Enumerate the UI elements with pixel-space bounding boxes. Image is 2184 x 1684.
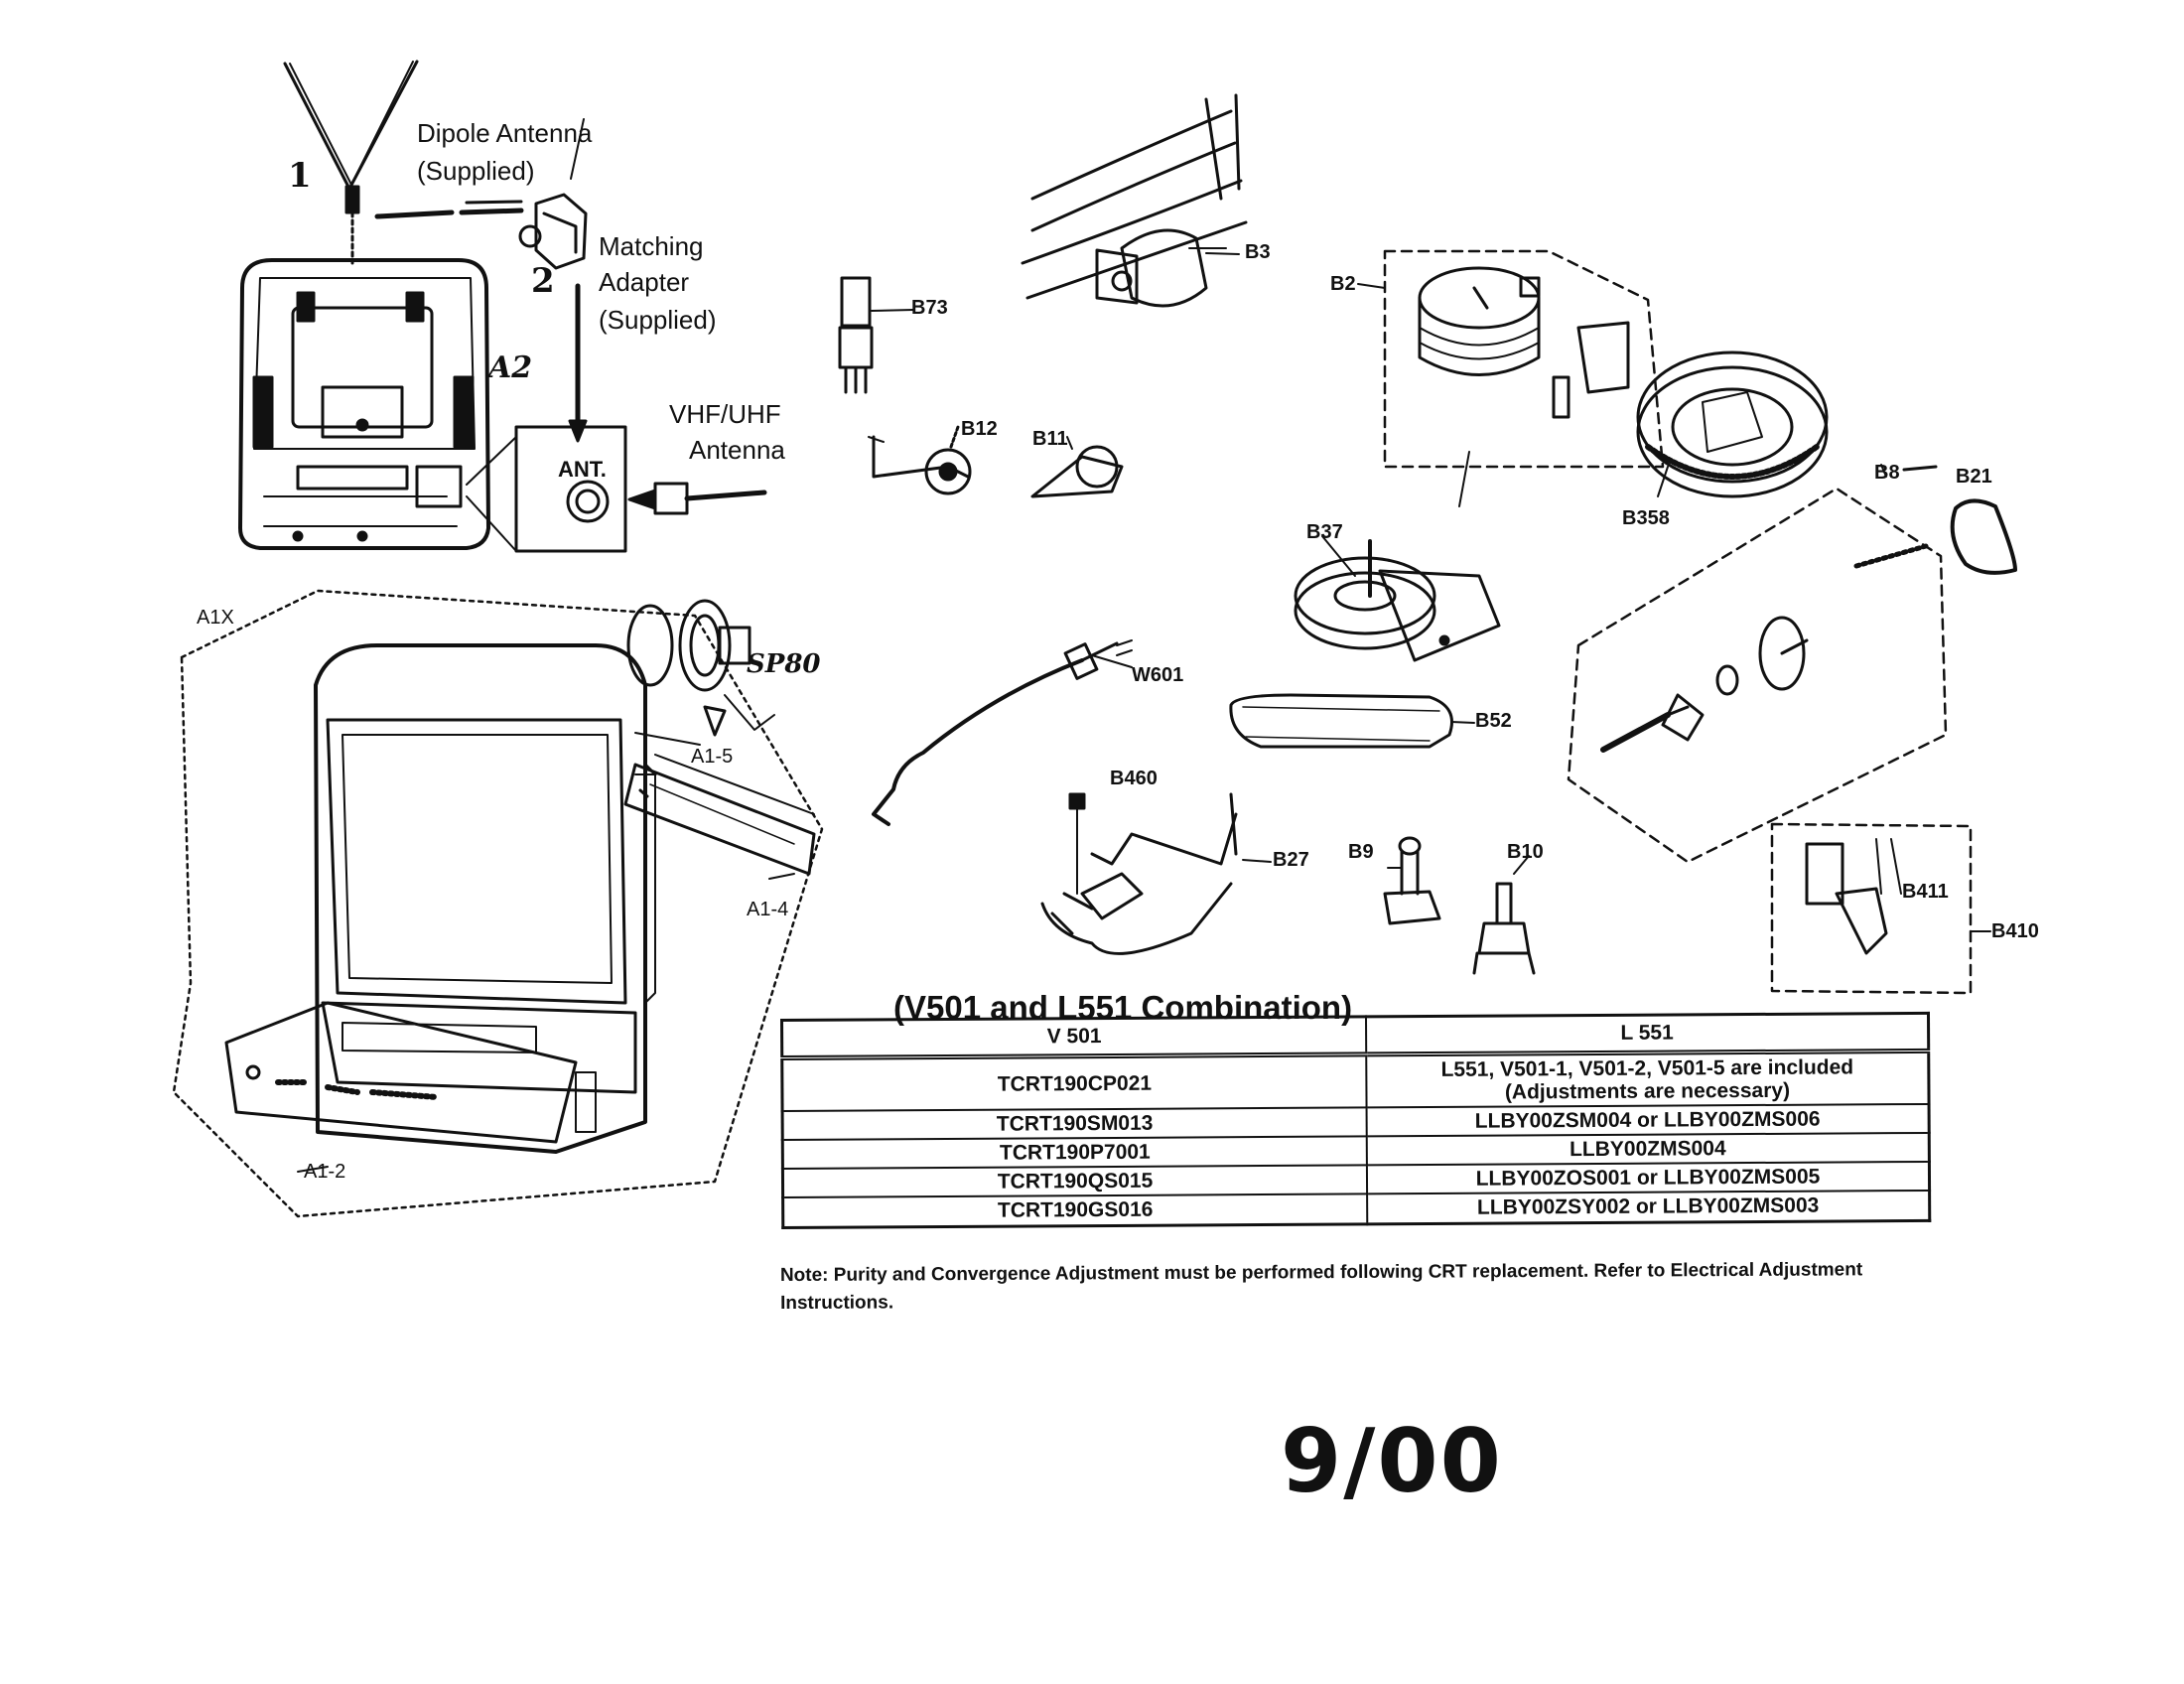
label-b460: B460: [1110, 768, 1158, 789]
b358-gear-drawing: [1636, 351, 1829, 498]
l551-cell-line: L551, V501-1, V501-2, V501-5 are include…: [1440, 1055, 1854, 1081]
label-b27: B27: [1273, 849, 1309, 871]
matching-adapter-drawing: [518, 193, 588, 443]
step-1-number: 1: [288, 156, 312, 196]
column-header-v501: V 501: [781, 1016, 1367, 1058]
l551-cell: LLBY00ZSY002 or LLBY00ZMS003: [1367, 1191, 1930, 1224]
combination-table-title: (V501 and L551 Combination): [893, 989, 1353, 1026]
label-b73: B73: [911, 297, 948, 319]
adapter-supplied-label: (Supplied): [599, 305, 717, 335]
tv-back-a2-label: A2: [488, 351, 533, 385]
l551-cell: L551, V501-1, V501-2, V501-5 are include…: [1366, 1051, 1930, 1108]
a1-4-bracket-drawing: [623, 732, 816, 880]
label-b2: B2: [1330, 273, 1356, 295]
dipole-antenna-drawing: [283, 60, 524, 265]
page-number: 9/00: [1281, 1410, 1503, 1512]
step-2-number: 2: [531, 261, 555, 301]
b2-drum-motor-drawing: [1357, 249, 1665, 469]
v501-cell: TCRT190QS015: [782, 1165, 1368, 1198]
w601-power-cord-drawing: [872, 639, 1133, 826]
note-paragraph: Note: Purity and Convergence Adjustment …: [780, 1256, 1932, 1317]
dipole-antenna-label: Dipole Antenna: [417, 118, 593, 148]
column-header-l551: L 551: [1365, 1013, 1929, 1054]
v501-cell: TCRT190P7001: [782, 1136, 1367, 1170]
dipole-supplied-label: (Supplied): [417, 156, 535, 186]
label-b9: B9: [1348, 841, 1374, 863]
b73-sensor-drawing: [838, 276, 914, 394]
label-b12: B12: [961, 418, 998, 440]
b52-belt-drawing: [1229, 693, 1475, 749]
label-b52: B52: [1475, 710, 1512, 732]
sp80-speaker-drawing: [626, 599, 775, 737]
label-b8: B8: [1874, 462, 1900, 484]
leader-lines: [570, 118, 1887, 507]
label-a1-2: A1-2: [304, 1161, 346, 1183]
b21-belt-drawing: [1950, 498, 2017, 575]
label-sp80: SP80: [747, 649, 821, 679]
b37-reel-drawing: [1294, 535, 1501, 662]
label-b21: B21: [1956, 466, 1992, 488]
vhf-uhf-label: VHF/UHF: [669, 399, 781, 429]
v501-cell: TCRT190GS016: [782, 1193, 1368, 1228]
label-b37: B37: [1306, 521, 1343, 543]
b410-head-drawing: [1770, 822, 1991, 995]
note-prefix: Note:: [779, 1264, 829, 1287]
label-w601: W601: [1132, 664, 1184, 686]
v501-cell: TCRT190SM013: [782, 1107, 1367, 1141]
tv-back-view-drawing: [238, 258, 490, 550]
label-a1x: A1X: [197, 607, 234, 629]
label-b411: B411: [1902, 881, 1949, 903]
label-b410: B410: [1991, 920, 2039, 942]
l551-cell: LLBY00ZOS001 or LLBY00ZMS005: [1366, 1162, 1930, 1194]
ant-jack-label: ANT.: [558, 457, 607, 482]
label-b358: B358: [1622, 507, 1670, 529]
note-text: Purity and Convergence Adjustment must b…: [780, 1259, 1863, 1314]
adapter-label: Adapter: [599, 267, 690, 297]
label-b11: B11: [1032, 428, 1068, 450]
ant-panel-callout: [466, 425, 767, 553]
b10-part-drawing: [1472, 855, 1536, 975]
combination-table: V 501 L 551 TCRT190CP021 L551, V501-1, V…: [780, 1011, 1932, 1229]
b12-b11-arms-drawing: [868, 425, 1124, 498]
l551-cell-line: (Adjustments are necessary): [1504, 1078, 1791, 1104]
b8-gear-assembly-drawing: [1567, 465, 1948, 864]
b9-part-drawing: [1383, 836, 1441, 925]
antenna-label: Antenna: [689, 435, 785, 465]
matching-label: Matching: [599, 231, 704, 261]
label-a1-4: A1-4: [747, 899, 789, 920]
l551-cell: LLBY00ZMS004: [1366, 1133, 1930, 1166]
table-row: TCRT190CP021 L551, V501-1, V501-2, V501-…: [781, 1051, 1930, 1112]
crt-neck-drawing: [1021, 93, 1248, 308]
label-b10: B10: [1507, 841, 1544, 863]
l551-cell: LLBY00ZSM004 or LLBY00ZMS006: [1366, 1104, 1930, 1137]
tv-front-cabinet-drawing: [172, 589, 824, 1218]
label-b3: B3: [1245, 241, 1271, 263]
b27-arm-drawing: [1040, 792, 1272, 955]
table-row: TCRT190GS016 LLBY00ZSY002 or LLBY00ZMS00…: [782, 1191, 1930, 1228]
label-a1-5: A1-5: [691, 746, 734, 768]
v501-cell: TCRT190CP021: [781, 1053, 1367, 1112]
